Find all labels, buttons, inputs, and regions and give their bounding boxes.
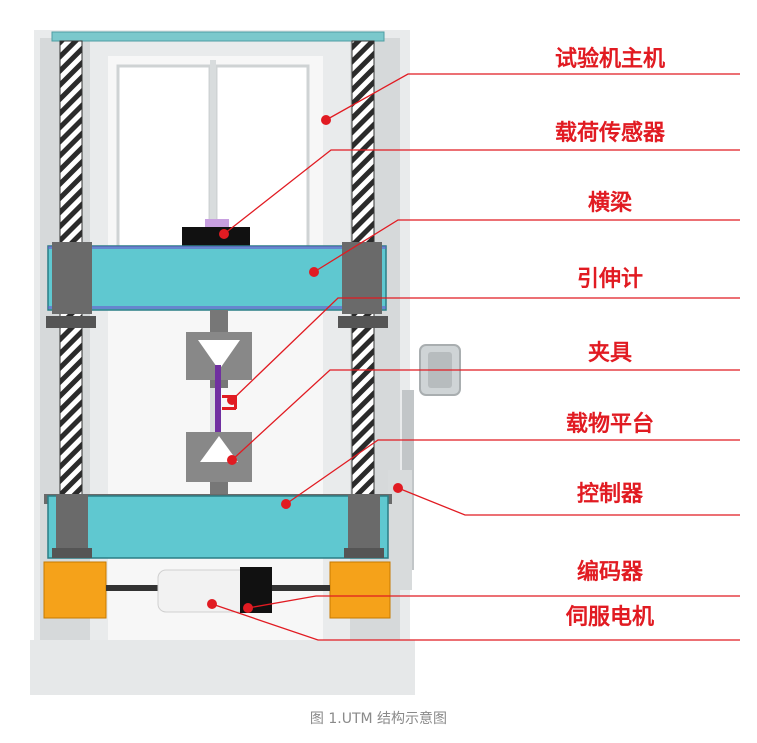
callout-dots xyxy=(207,115,403,613)
label-controller: 控制器 xyxy=(577,481,644,507)
top-plate xyxy=(51,31,385,42)
lower-grip xyxy=(186,432,252,496)
label-servo-motor: 伺服电机 xyxy=(565,604,654,630)
specimen xyxy=(215,365,221,453)
label-extensometer: 引伸计 xyxy=(577,267,643,292)
label-fixture: 夹具 xyxy=(588,341,632,366)
label-encoder: 编码器 xyxy=(577,559,644,585)
base-drive xyxy=(43,561,391,619)
load-cell xyxy=(182,227,250,247)
load-cell-top xyxy=(205,219,229,229)
callout-labels: 试验机主机 载荷传感器 横梁 引伸计 夹具 载物平台 控制器 编码器 伺服电机 xyxy=(555,46,666,630)
label-load-cell: 载荷传感器 xyxy=(555,120,666,146)
label-crossbeam: 横梁 xyxy=(588,191,632,216)
crossbeam xyxy=(46,242,388,328)
callout-leaders xyxy=(211,73,740,641)
figure-caption: 图 1.UTM 结构示意图 xyxy=(309,711,448,727)
label-host: 试验机主机 xyxy=(555,46,665,72)
label-platform: 载物平台 xyxy=(566,411,654,437)
load-platform xyxy=(44,494,392,559)
